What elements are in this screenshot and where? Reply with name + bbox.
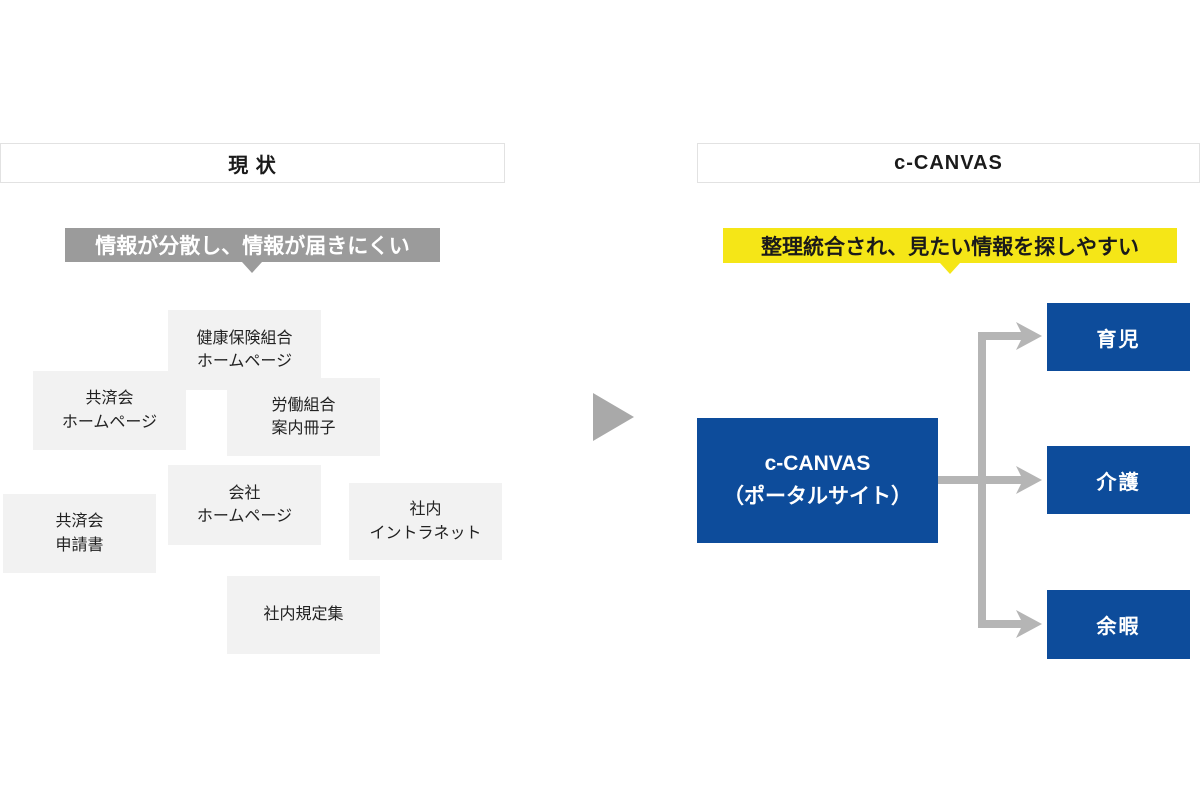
transition-arrow-icon [593, 393, 634, 441]
category-box-leisure: 余暇 [1047, 590, 1190, 659]
current-state-banner-tail-icon [242, 262, 262, 273]
current-state-banner-text: 情報が分散し、情報が届きにくい [95, 235, 410, 258]
source-box-mutual-aid-homepage: 共済会 ホームページ [33, 371, 186, 450]
source-box-labor-union: 労働組合 案内冊子 [227, 378, 380, 456]
current-state-header: 現 状 [0, 143, 505, 183]
source-box-company-rules: 社内規定集 [227, 576, 380, 654]
source-box-mutual-aid-form: 共済会 申請書 [3, 494, 156, 573]
category-box-nursing: 介護 [1047, 446, 1190, 514]
source-box-health-insurance: 健康保険組合 ホームページ [168, 310, 321, 390]
ccanvas-banner-text: 整理統合され、見たい情報を探しやすい [761, 235, 1139, 259]
current-state-banner: 情報が分散し、情報が届きにくい [65, 228, 440, 262]
ccanvas-banner: 整理統合され、見たい情報を探しやすい [723, 228, 1177, 263]
category-box-childcare: 育児 [1047, 303, 1190, 371]
source-box-company-homepage: 会社 ホームページ [168, 465, 321, 545]
ccanvas-title: c-CANVAS [894, 151, 1003, 174]
portal-box: c-CANVAS （ポータルサイト） [697, 418, 938, 543]
source-box-intranet: 社内 イントラネット [349, 483, 502, 560]
connector-arrows-icon [938, 322, 1042, 638]
ccanvas-header: c-CANVAS [697, 143, 1200, 183]
ccanvas-banner-tail-icon [940, 263, 960, 274]
current-state-title: 現 状 [228, 154, 277, 177]
